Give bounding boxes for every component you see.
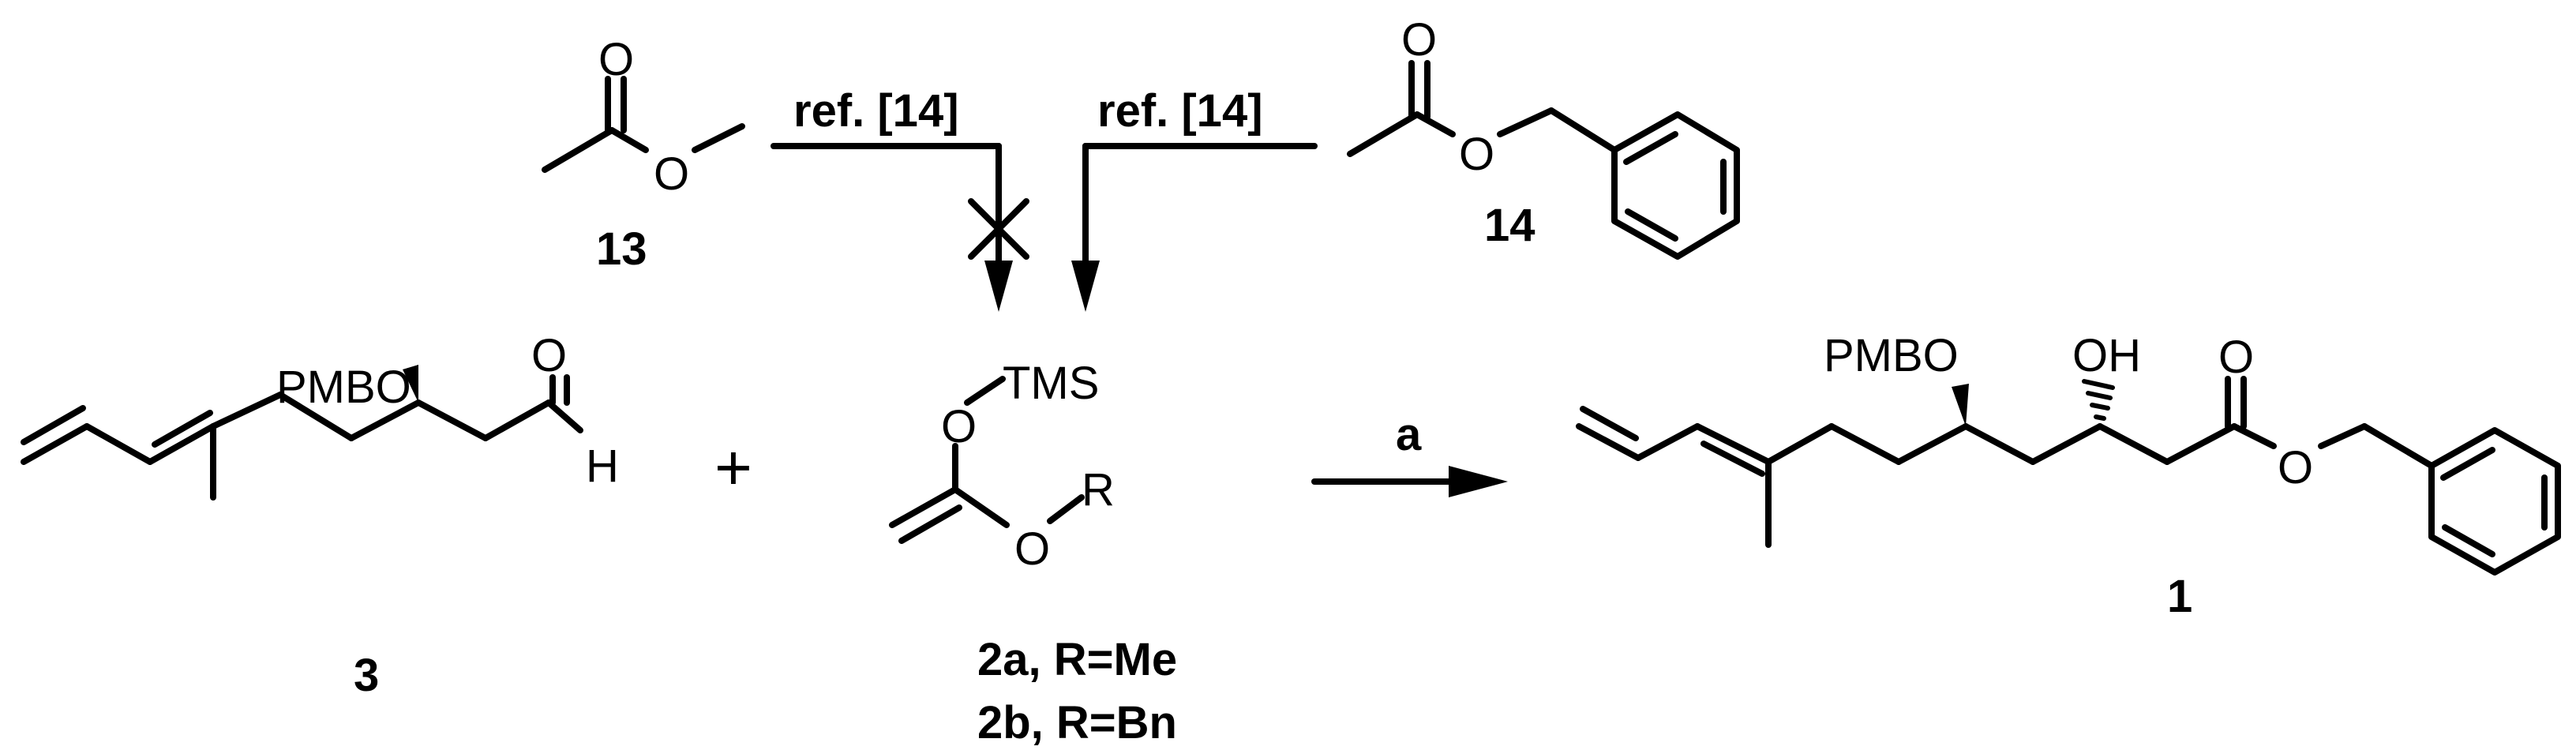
compound-14-label: 14 bbox=[1484, 200, 1535, 251]
compound-2-tms: TMS bbox=[1003, 358, 1099, 409]
compound-3-pmbo: PMBO bbox=[276, 362, 411, 413]
compound-1-oh: OH bbox=[2072, 330, 2141, 381]
compound-1-structure: PMBO OH O O bbox=[1576, 330, 2561, 576]
compound-13-structure: O O bbox=[542, 34, 745, 200]
ref-arrow-right bbox=[1071, 143, 1318, 312]
compound-13-carbonyl-o: O bbox=[598, 34, 634, 85]
compound-13-label: 13 bbox=[596, 223, 647, 275]
compound-2-lower-o: O bbox=[1014, 523, 1050, 575]
reaction-arrow-a bbox=[1311, 466, 1508, 497]
compound-2-upper-o: O bbox=[941, 401, 977, 452]
compound-2b-label: 2b, R=Bn bbox=[977, 697, 1177, 748]
compound-14-structure: O O bbox=[1347, 14, 1740, 260]
compound-2a-label: 2a, R=Me bbox=[977, 634, 1177, 685]
plus-sign: + bbox=[714, 432, 752, 504]
compound-1-ester-o: O bbox=[2278, 442, 2313, 493]
compound-3-label: 3 bbox=[354, 650, 379, 701]
compound-13-ester-o: O bbox=[654, 148, 689, 200]
ref-right-label: ref. [14] bbox=[1097, 85, 1263, 137]
compound-1-carbonyl-o: O bbox=[2218, 332, 2254, 383]
reagent-a-label: a bbox=[1396, 409, 1422, 460]
ref-arrow-left bbox=[771, 143, 1029, 312]
compound-2-structure: O TMS O R bbox=[889, 358, 1115, 575]
compound-14-ester-o: O bbox=[1459, 129, 1494, 180]
compound-1-pmbo: PMBO bbox=[1824, 330, 1959, 381]
compound-14-carbonyl-o: O bbox=[1401, 14, 1437, 66]
compound-2-r: R bbox=[1082, 464, 1115, 516]
compound-3-aldehyde-h: H bbox=[586, 441, 619, 492]
ref-left-label: ref. [14] bbox=[793, 85, 959, 137]
compound-3-structure: PMBO O H bbox=[21, 330, 619, 501]
compound-1-label: 1 bbox=[2167, 571, 2192, 622]
compound-3-aldehyde-o: O bbox=[531, 330, 567, 381]
